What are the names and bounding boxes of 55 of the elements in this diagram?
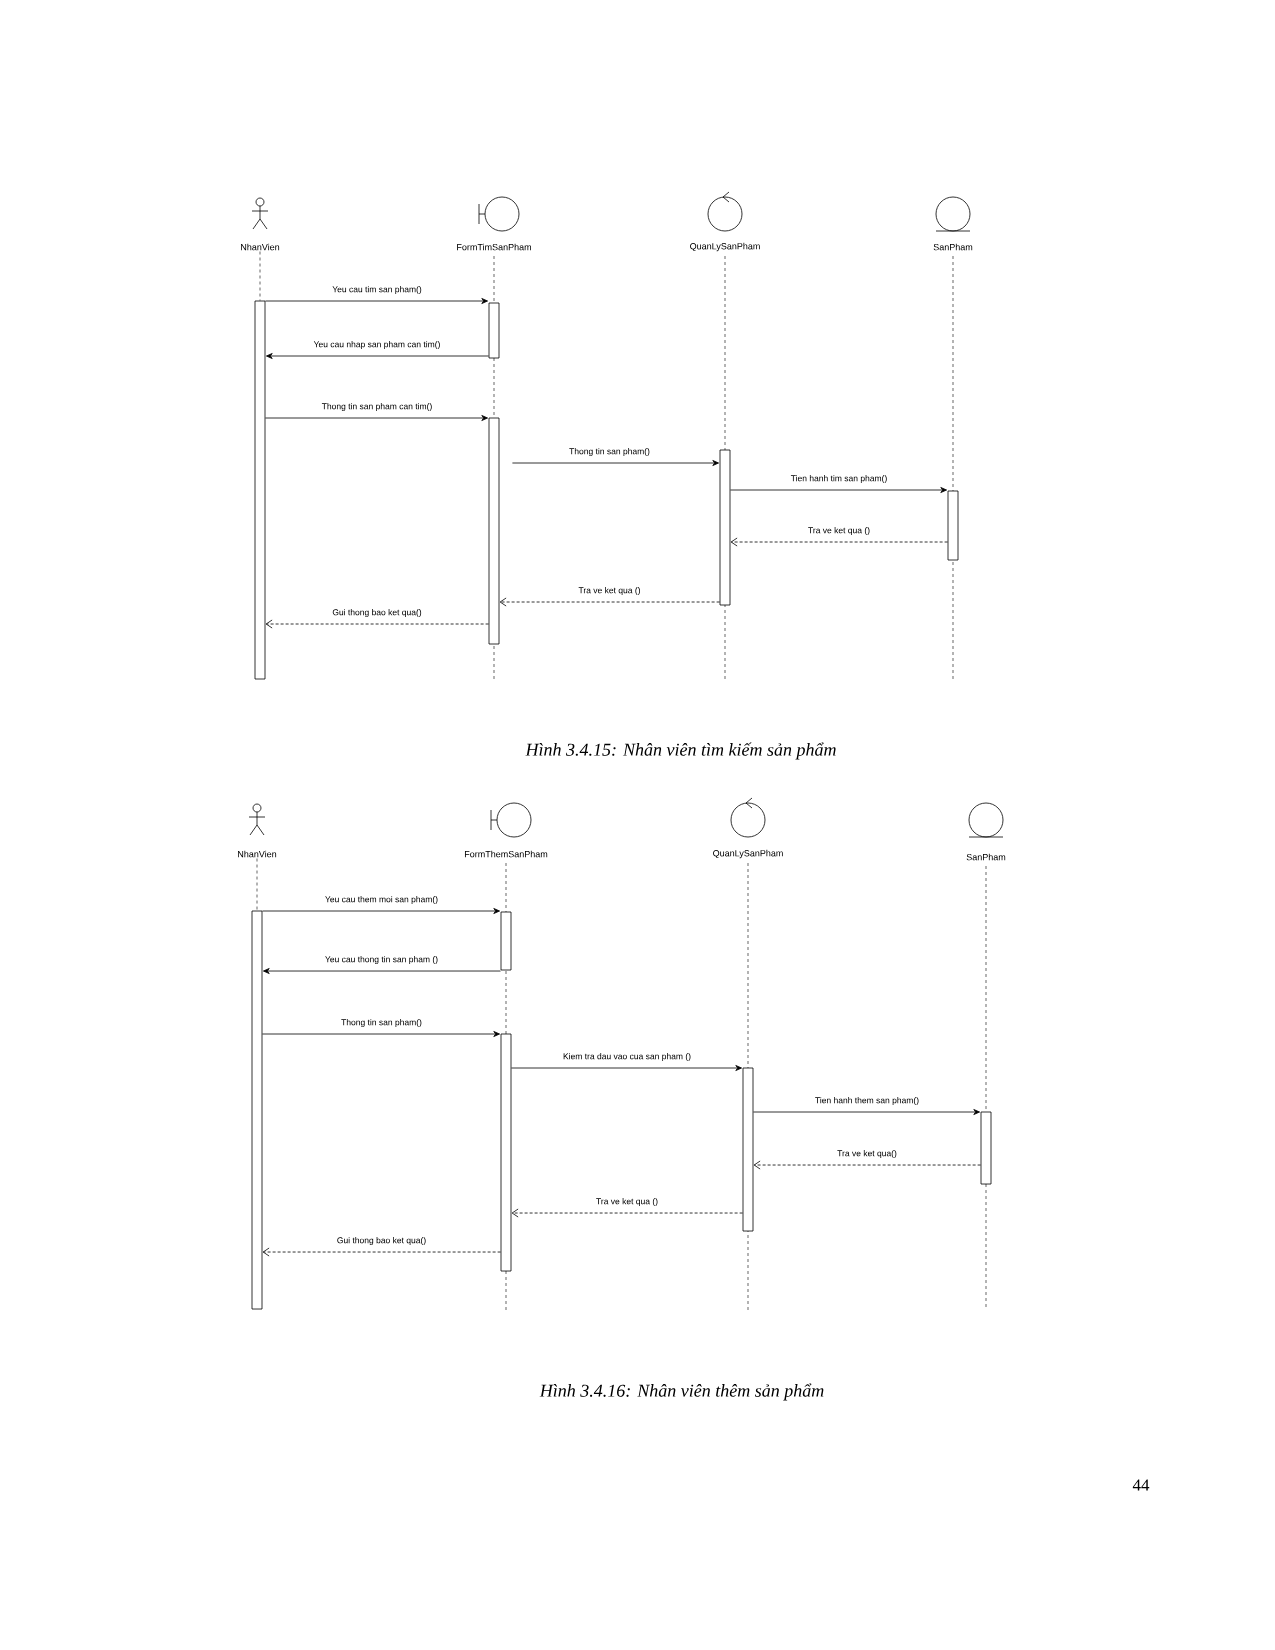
message-arrow [511, 1208, 743, 1218]
lifeline [256, 858, 258, 911]
edge-label: Yeu cau nhap san pham can tim() [312, 340, 442, 350]
message-arrow [511, 1065, 742, 1071]
edge-label: Thong tin san pham() [340, 1018, 423, 1028]
edge-label: Tra ve ket qua () [595, 1197, 660, 1207]
participant-label: QuanLySanPham [713, 849, 783, 859]
message-arrow [265, 619, 489, 629]
lifeline [259, 251, 261, 301]
activation-bar [719, 449, 731, 606]
message-arrow [730, 487, 947, 493]
activation-bar [488, 417, 500, 645]
edge-label: Gui thong bao ket qua() [335, 1236, 428, 1246]
participant-label: FormThemSanPham [465, 850, 548, 858]
edge-label: Kiem tra dau vao cua san pham () [562, 1052, 692, 1062]
participant-label: SanPham [933, 243, 973, 251]
message-arrow [499, 597, 720, 607]
activation-bar [251, 910, 263, 1310]
activation-bar [500, 1033, 512, 1272]
edge-label: Tra ve ket qua () [577, 586, 642, 596]
figure-caption: Hình 3.4.16: Nhân viên thêm sản phẩm [539, 1383, 824, 1401]
participant-label: SanPham [966, 853, 1006, 861]
message-arrow [262, 1247, 501, 1257]
edge-label: Yeu cau tim san pham() [331, 285, 423, 295]
edge-label: Thong tin san pham can tim() [320, 402, 434, 412]
message-arrow [262, 1031, 500, 1037]
activation-bar [488, 302, 500, 359]
edge-label: Tra ve ket qua() [836, 1149, 898, 1159]
edge-label: Yeu cau them moi san pham() [323, 895, 440, 905]
edge-label: Tien hanh them san pham() [813, 1096, 921, 1106]
participant-label: NhanVien [241, 243, 280, 251]
message-arrow [262, 908, 500, 914]
message-arrow [263, 968, 501, 974]
edge-label: Tra ve ket qua () [807, 526, 872, 536]
participant-label: QuanLySanPham [690, 242, 760, 252]
message-arrow [265, 415, 488, 421]
activation-bar [742, 1067, 754, 1232]
message-arrow [753, 1109, 980, 1115]
activation-bar [500, 911, 512, 971]
edge-label: Tien hanh tim san pham() [789, 474, 889, 484]
message-arrow [753, 1160, 981, 1170]
message-arrow [265, 298, 488, 304]
page-number: 44 [1132, 1479, 1150, 1491]
edge-label: Thong tin san pham() [568, 447, 651, 457]
edge-label: Gui thong bao ket qua() [331, 608, 423, 618]
activation-bar [947, 490, 959, 561]
message-arrow [730, 537, 948, 547]
figure-caption: Hình 3.4.15: Nhân viên tìm kiếm sản phẩm [525, 742, 836, 760]
edge-label: Yeu cau thong tin san pham () [323, 955, 440, 965]
message-arrow [266, 353, 489, 359]
activation-bar [254, 300, 266, 680]
participant-label: NhanVien [238, 850, 277, 858]
participant-label: FormTimSanPham [457, 243, 531, 251]
message-arrow [512, 460, 719, 466]
activation-bar [980, 1111, 992, 1185]
